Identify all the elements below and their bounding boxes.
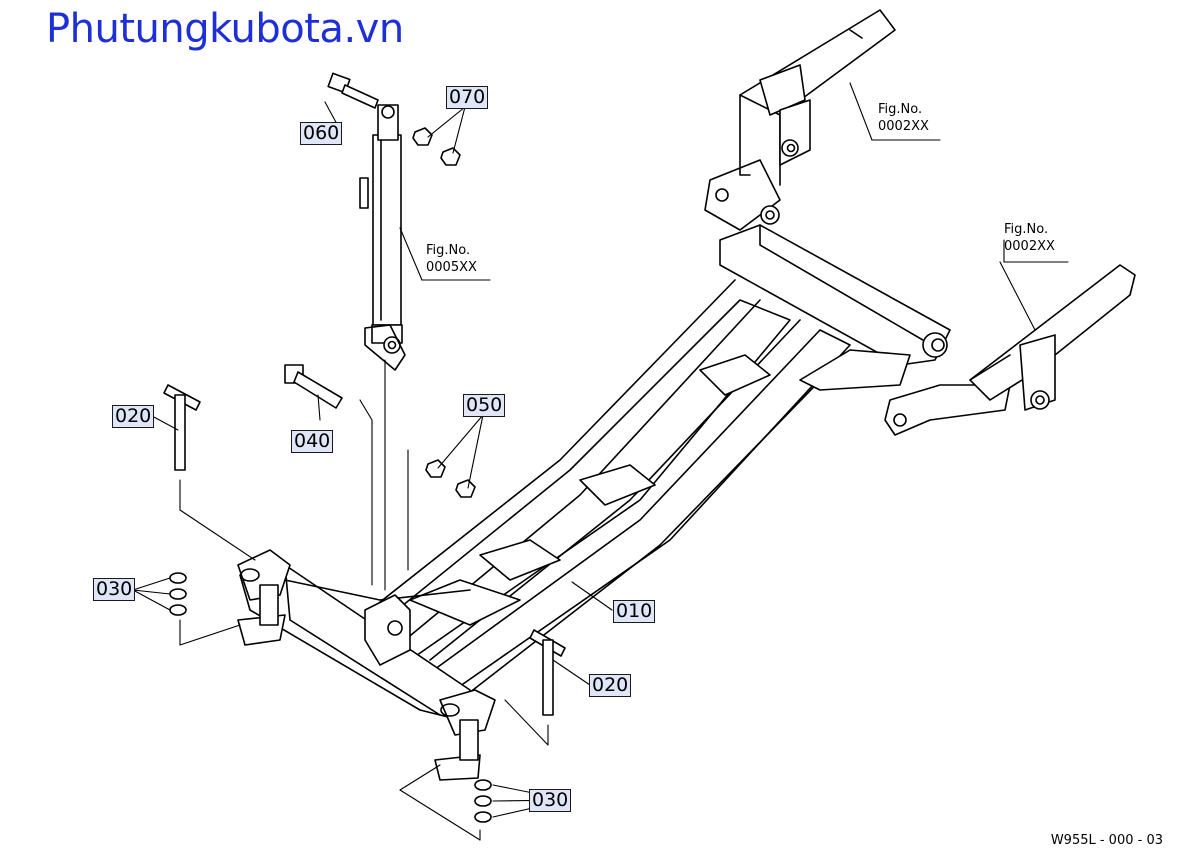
front-pivot-brackets [237,549,496,781]
fig-ref-code: 0002XX [878,119,929,134]
part-callout-030-bottom[interactable]: 030 [529,789,572,812]
hydraulic-cylinder [359,104,406,371]
right-arm [969,264,1136,411]
part-callout-040[interactable]: 040 [291,430,334,453]
fig-ref-right[interactable]: Fig.No. 0002XX [1004,221,1055,255]
fasteners [163,72,566,823]
part-callout-070[interactable]: 070 [446,86,489,109]
part-callout-010[interactable]: 010 [613,600,656,623]
upper-rear-arm [739,9,896,186]
part-callout-020-right[interactable]: 020 [589,674,632,697]
fig-ref-top-right[interactable]: Fig.No. 0002XX [878,101,929,135]
part-callout-030-left[interactable]: 030 [93,578,136,601]
fig-ref-label: Fig.No. [426,243,471,258]
part-callout-060[interactable]: 060 [300,122,343,145]
fig-ref-code: 0002XX [1004,239,1055,254]
fig-ref-cylinder[interactable]: Fig.No. 0005XX [426,242,477,276]
part-callout-050[interactable]: 050 [463,394,506,417]
main-frame [239,159,1011,721]
part-callout-020-left[interactable]: 020 [112,405,155,428]
fig-ref-code: 0005XX [426,260,477,275]
diagram-code: W955L - 000 - 03 [1050,833,1163,848]
fig-ref-label: Fig.No. [1004,222,1049,237]
site-watermark: Phutungkubota.vn [46,6,404,52]
fig-ref-label: Fig.No. [878,102,923,117]
